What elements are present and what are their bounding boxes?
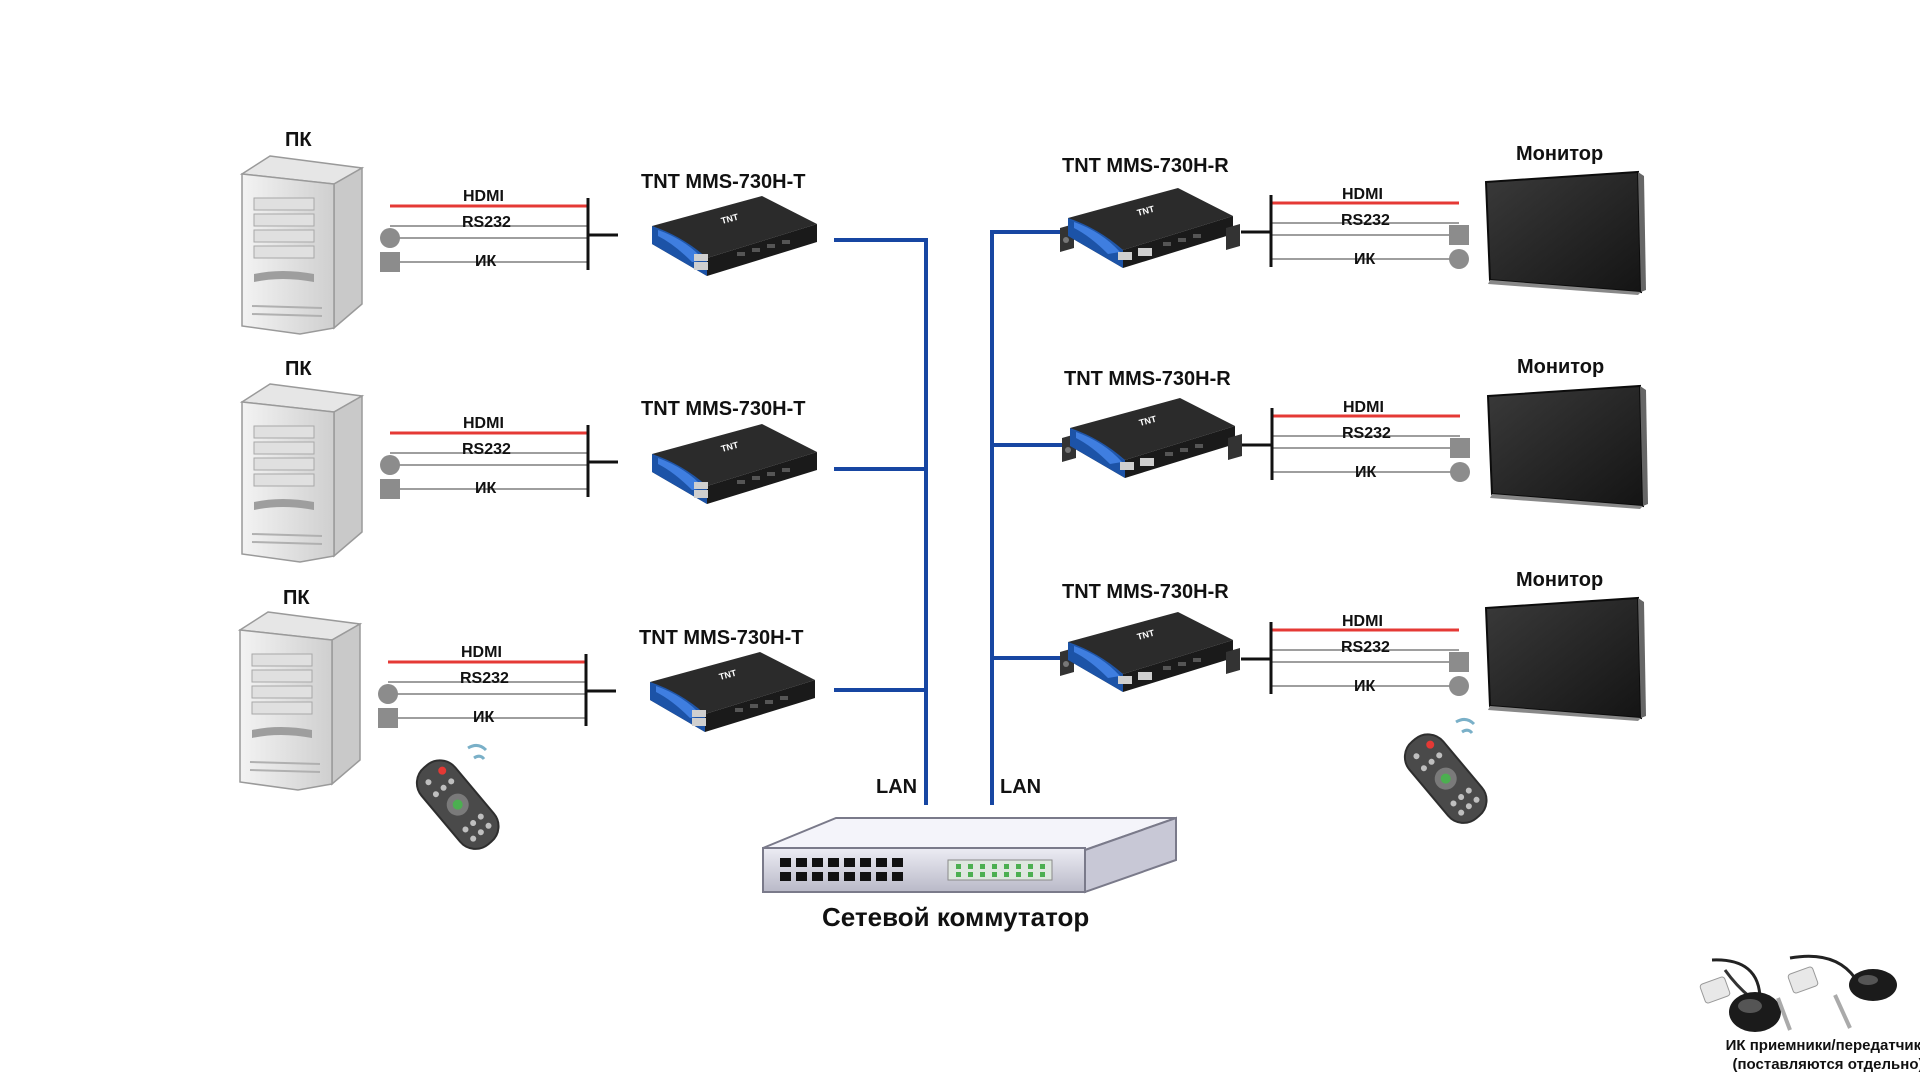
signal-bundle-source <box>376 652 618 730</box>
receiver-label: TNT MMS-730H-R <box>1062 581 1229 603</box>
transmitter-icon <box>652 196 817 276</box>
monitor-label: Монитор <box>1517 356 1604 378</box>
monitor-icon <box>1485 597 1647 722</box>
ir-receiver-transmitter-icon <box>1699 954 1897 1032</box>
hdmi-label: HDMI <box>463 415 504 432</box>
ir-label: ИК <box>1354 678 1376 695</box>
ir-label: ИК <box>475 253 497 270</box>
pc-icon <box>239 611 361 791</box>
receiver-icon <box>1060 188 1240 268</box>
ir-label: ИК <box>475 480 497 497</box>
monitor-label: Монитор <box>1516 569 1603 591</box>
transmitter-label: TNT MMS-730H-T <box>641 398 805 420</box>
hdmi-label: HDMI <box>1342 186 1383 203</box>
remote-control-icon <box>407 743 509 859</box>
remote-control-icon <box>1395 717 1497 833</box>
monitor-icon <box>1487 385 1649 510</box>
receiver-icon <box>1062 398 1242 478</box>
lan-label-left: LAN <box>876 776 917 798</box>
pc-icon <box>241 155 363 335</box>
ir-note-line2: (поставляются отдельно) <box>1733 1056 1920 1073</box>
lan-label-right: LAN <box>1000 776 1041 798</box>
hdmi-label: HDMI <box>1342 613 1383 630</box>
ir-label: ИК <box>473 709 495 726</box>
ir-note-line1: ИК приемники/передатчики <box>1726 1037 1920 1054</box>
hdmi-label: HDMI <box>1343 399 1384 416</box>
monitor-icon <box>1485 171 1647 296</box>
network-switch-icon <box>762 816 1177 894</box>
pc-label: ПК <box>285 358 312 380</box>
monitor-label: Монитор <box>1516 143 1603 165</box>
rs232-label: RS232 <box>462 214 511 231</box>
transmitter-label: TNT MMS-730H-T <box>639 627 803 649</box>
transmitter-icon <box>650 652 815 732</box>
rs232-label: RS232 <box>462 441 511 458</box>
hdmi-label: HDMI <box>461 644 502 661</box>
transmitter-label: TNT MMS-730H-T <box>641 171 805 193</box>
rs232-label: RS232 <box>460 670 509 687</box>
receiver-label: TNT MMS-730H-R <box>1064 368 1231 390</box>
transmitter-icon <box>652 424 817 504</box>
switch-label: Сетевой коммутатор <box>822 902 1089 932</box>
ir-label: ИК <box>1354 251 1376 268</box>
receiver-icon <box>1060 612 1240 692</box>
pc-icon <box>241 383 363 563</box>
lan-trunk-right <box>990 230 1068 805</box>
signal-bundle-source <box>378 423 620 501</box>
pc-label: ПК <box>283 587 310 609</box>
rs232-label: RS232 <box>1341 639 1390 656</box>
rs232-label: RS232 <box>1341 212 1390 229</box>
ir-label: ИК <box>1355 464 1377 481</box>
pc-label: ПК <box>285 129 312 151</box>
lan-trunk-left <box>834 238 928 805</box>
rs232-label: RS232 <box>1342 425 1391 442</box>
hdmi-label: HDMI <box>463 188 504 205</box>
receiver-label: TNT MMS-730H-R <box>1062 155 1229 177</box>
signal-bundle-source <box>378 196 620 274</box>
